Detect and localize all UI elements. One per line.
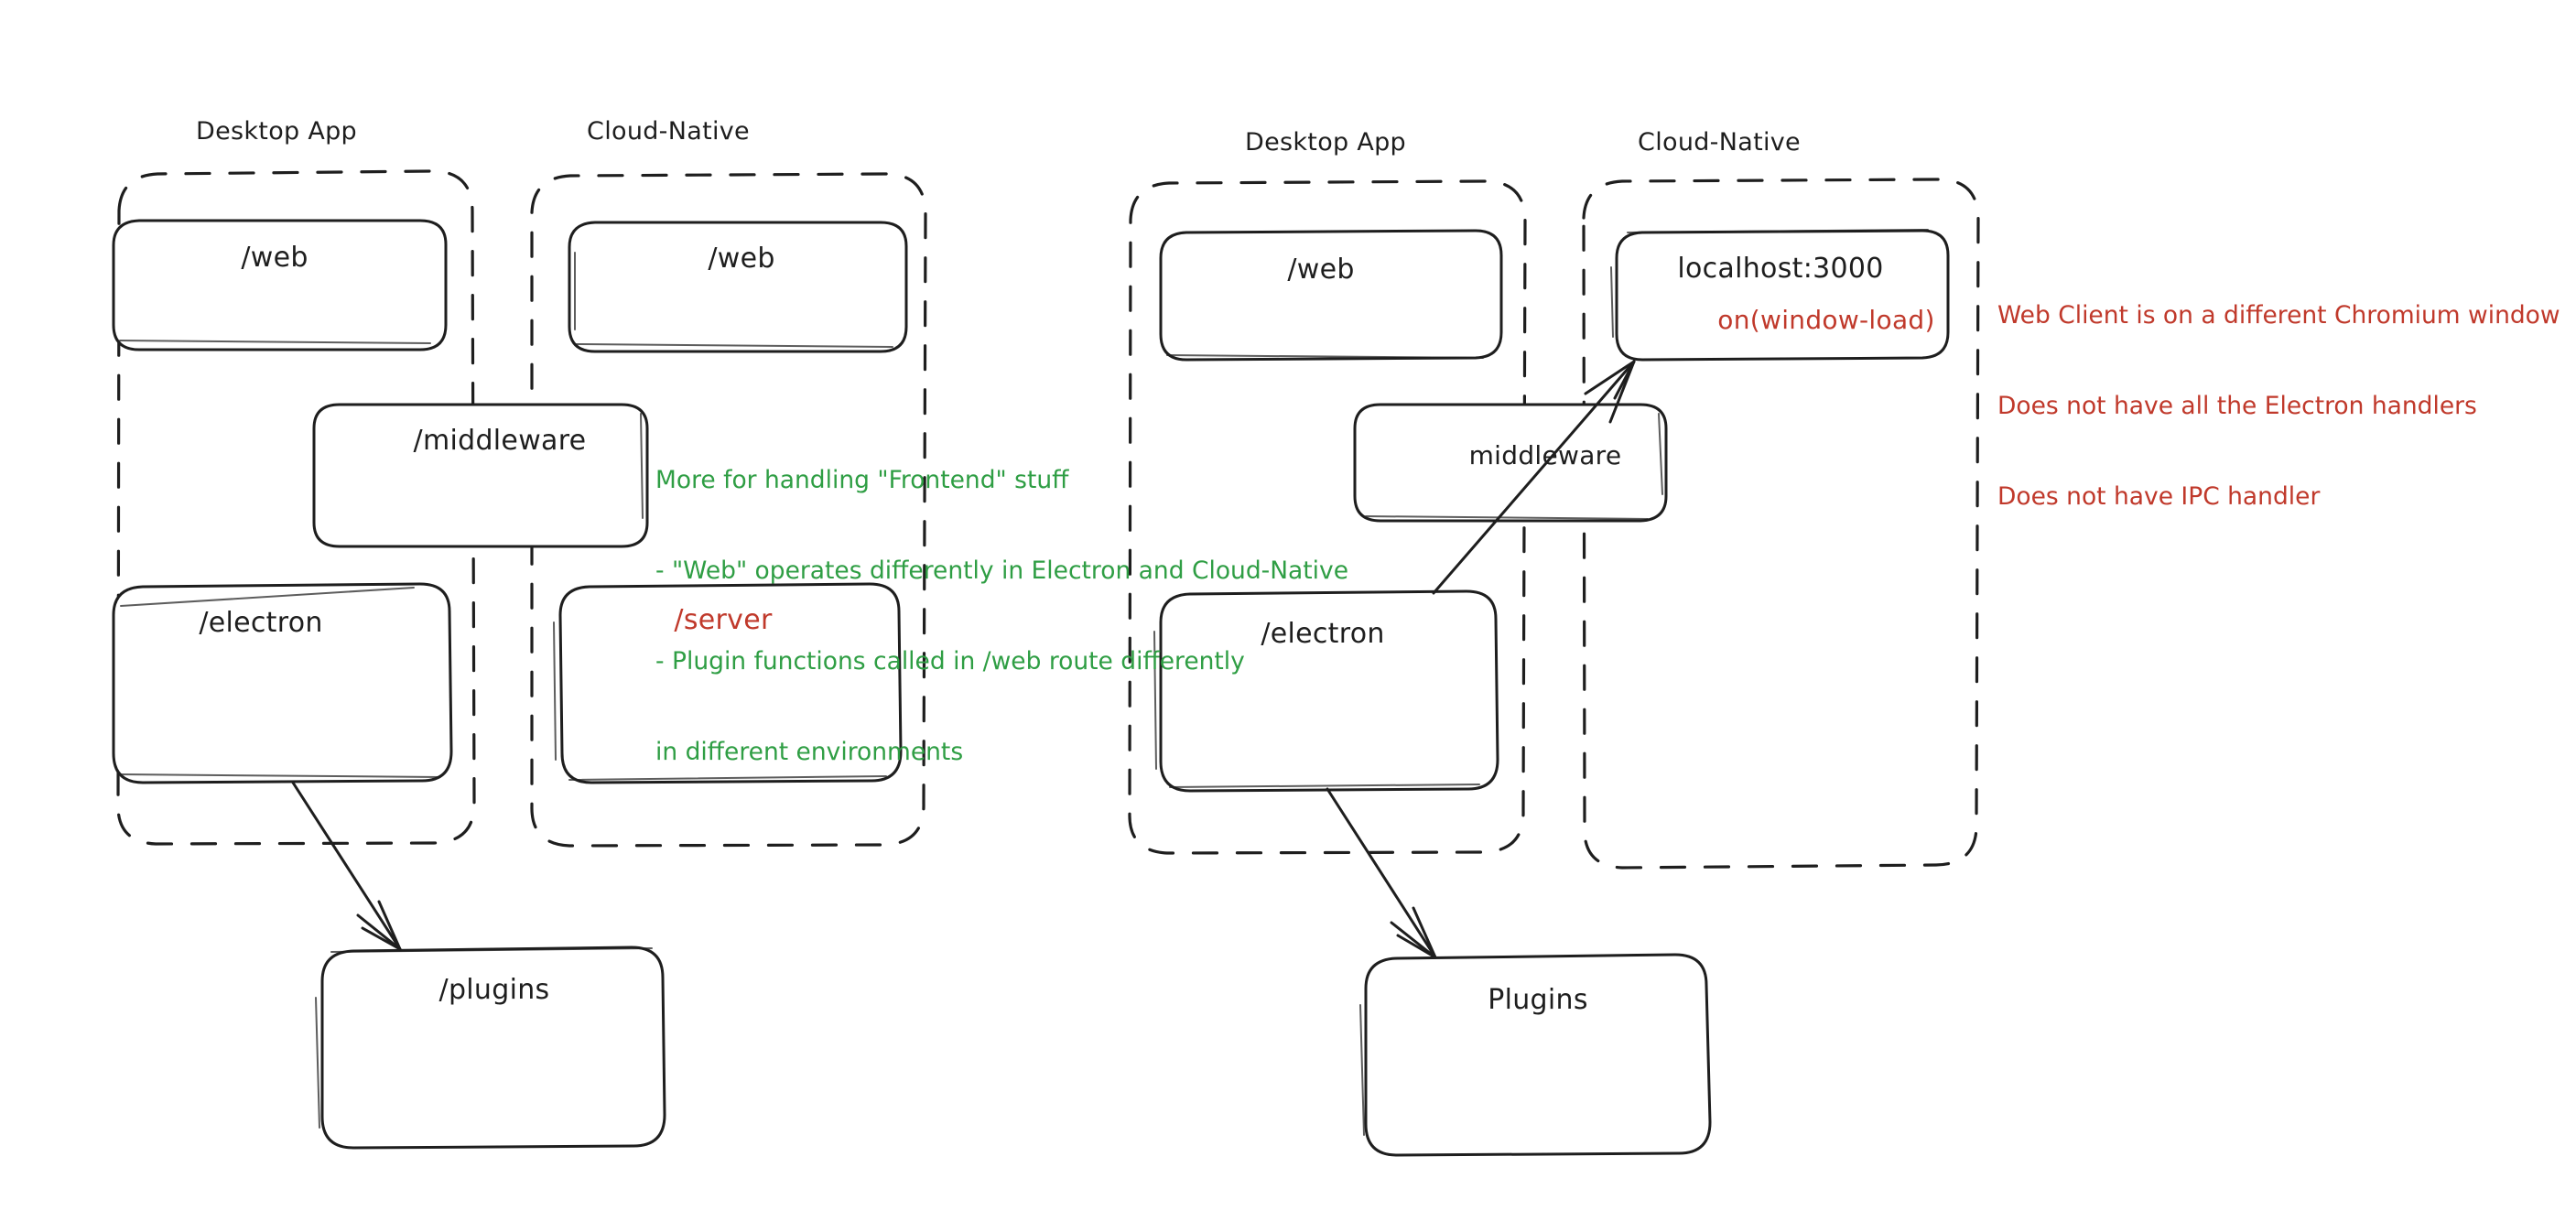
box-right-localhost	[1610, 229, 1950, 362]
arrow-left-electron-to-plugins	[291, 781, 402, 951]
annotation-green-line-4: in different environments	[655, 738, 964, 766]
box-label-right-electron: /electron	[1261, 618, 1385, 650]
annotation-green-line-1: More for handling "Frontend" stuff	[655, 466, 1069, 494]
box-label-left-server: /server	[674, 604, 773, 636]
box-label-right-localhost: localhost:3000	[1677, 253, 1884, 285]
box-label-right-desktop-web: /web	[1287, 254, 1355, 286]
group-title-right-cloud-native: Cloud-Native	[1638, 128, 1801, 157]
annotation-green-line-2: - "Web" operates differently in Electron…	[655, 557, 1349, 585]
arrow-right-electron-to-localhost	[1432, 360, 1636, 595]
box-sublabel-right-localhost-on-window-load: on(window-load)	[1717, 305, 1935, 335]
annotation-green-line-3: - Plugin functions called in /web route …	[655, 647, 1245, 675]
box-label-left-desktop-web: /web	[241, 242, 308, 274]
box-label-right-middleware: middleware	[1468, 440, 1622, 470]
box-label-left-plugins: /plugins	[438, 974, 550, 1006]
group-title-left-desktop-app: Desktop App	[196, 117, 357, 146]
group-title-right-desktop-app: Desktop App	[1245, 128, 1406, 157]
box-label-left-middleware: /middleware	[413, 425, 587, 457]
box-label-left-cloud-web: /web	[708, 243, 775, 275]
annotation-green: More for handling "Frontend" stuff - "We…	[655, 405, 1348, 827]
box-label-right-plugins: Plugins	[1488, 984, 1588, 1016]
annotation-red-line-2: Does not have all the Electron handlers	[1997, 392, 2477, 420]
annotation-red: Web Client is on a different Chromium wi…	[1997, 240, 2560, 572]
annotation-red-line-3: Does not have IPC handler	[1997, 482, 2321, 511]
group-title-left-cloud-native: Cloud-Native	[587, 117, 750, 146]
box-label-left-electron: /electron	[199, 607, 323, 639]
box-left-desktop-web	[112, 219, 448, 351]
annotation-red-line-1: Web Client is on a different Chromium wi…	[1997, 301, 2560, 330]
box-right-desktop-web	[1159, 229, 1503, 362]
